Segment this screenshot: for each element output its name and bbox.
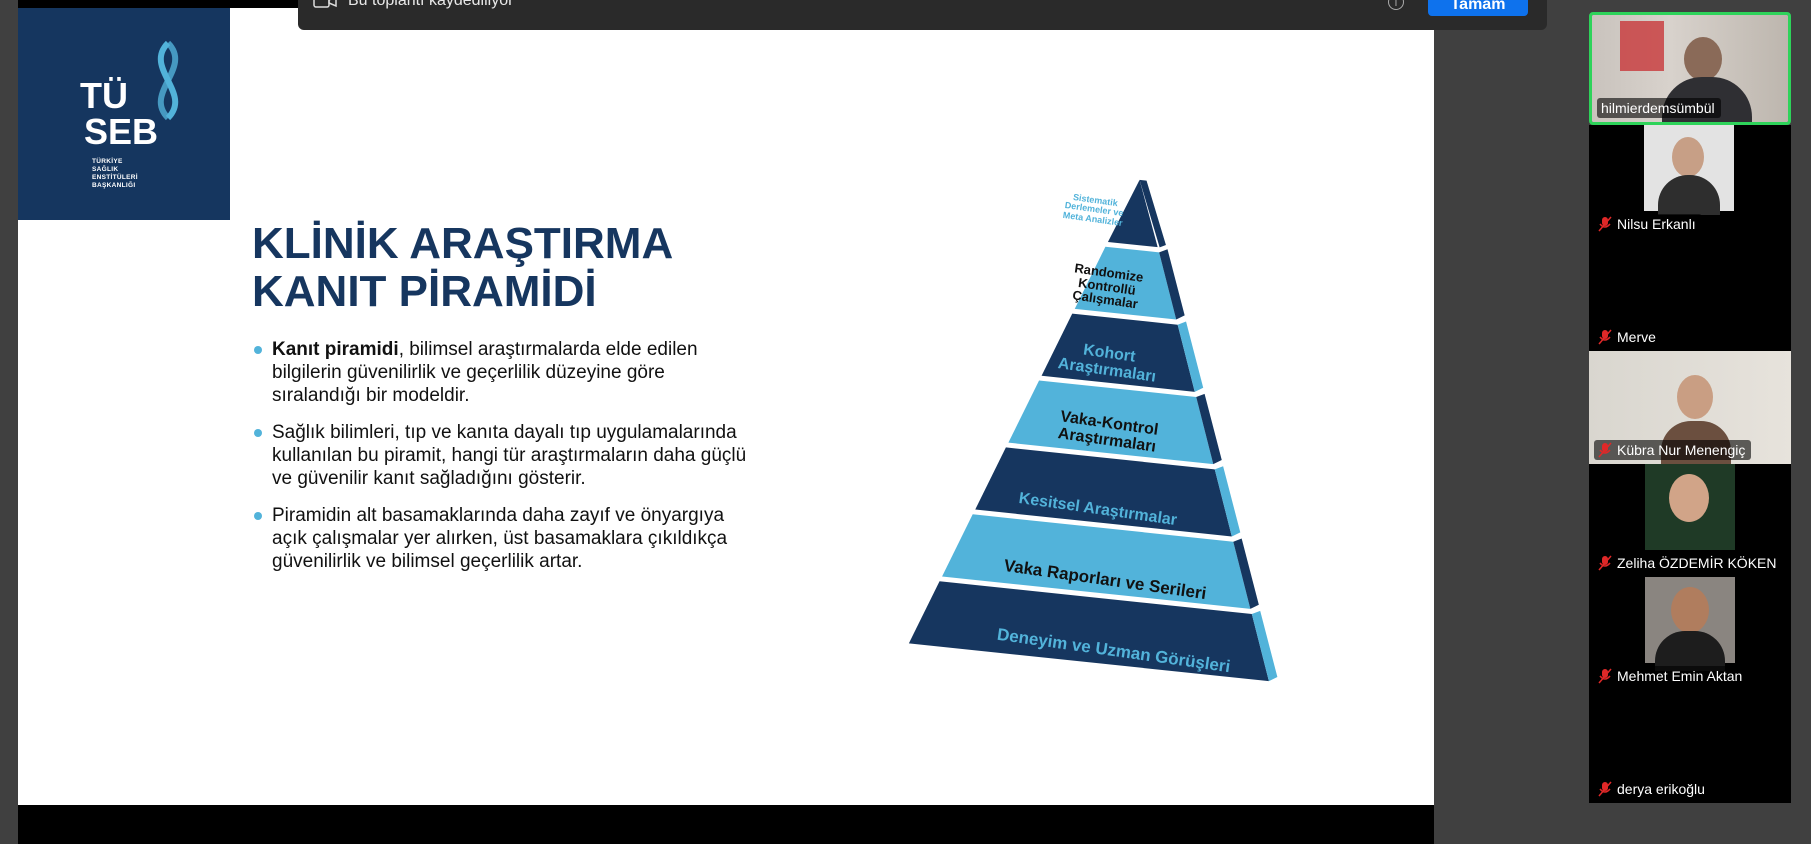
bullet-list: Kanıt piramidi, bilimsel araştırmalarda … <box>254 338 754 587</box>
participant-tile[interactable]: Mehmet Emin Aktan <box>1589 577 1791 690</box>
participant-tile[interactable]: Zeliha ÖZDEMİR KÖKEN <box>1589 464 1791 577</box>
pyramid-level-3 <box>1008 380 1214 465</box>
ok-button[interactable]: Tamam <box>1428 0 1528 16</box>
mic-muted-icon <box>1598 668 1612 684</box>
participant-tile[interactable]: Kübra Nur Menengiç <box>1589 351 1791 464</box>
participant-name: derya erikoğlu <box>1594 779 1711 799</box>
bullet-item: Kanıt piramidi, bilimsel araştırmalarda … <box>254 338 754 407</box>
mic-muted-icon <box>1598 216 1612 232</box>
mic-muted-icon <box>1598 329 1612 345</box>
pyramid-level-0 <box>1107 179 1158 248</box>
screen-share-bottom-bar <box>18 805 1434 844</box>
bullet-item: Piramidin alt basamaklarında daha zayıf … <box>254 504 754 573</box>
dna-helix-icon <box>157 40 179 121</box>
participant-tile[interactable]: Merve <box>1589 238 1791 351</box>
participant-video <box>1644 125 1734 215</box>
slide-title: KLİNİK ARAŞTIRMA KANIT PİRAMİDİ <box>252 219 674 316</box>
participant-video <box>1645 577 1735 671</box>
participant-name: Kübra Nur Menengiç <box>1594 440 1752 460</box>
recording-notification: Bu toplantı kaydediliyor i Tamam <box>298 0 1547 30</box>
info-icon[interactable]: i <box>1388 0 1404 10</box>
participant-tile[interactable]: derya erikoğlu <box>1589 690 1791 803</box>
screen-share-top-bar <box>18 0 298 8</box>
mic-muted-icon <box>1598 555 1612 571</box>
bullet-item: Sağlık bilimleri, tıp ve kanıta dayalı t… <box>254 421 754 490</box>
evidence-pyramid <box>908 179 1278 682</box>
participant-name: Nilsu Erkanlı <box>1594 214 1702 234</box>
pyramid-level-4 <box>975 447 1232 537</box>
pyramid-level-2 <box>1041 313 1195 392</box>
recording-notification-text: Bu toplantı kaydediliyor <box>348 0 514 9</box>
logo-subtitle: TÜRKİYE SAĞLIK ENSTİTÜLERİ BAŞKANLIĞI <box>92 158 138 189</box>
tuseb-logo: TÜ SEB TÜRKİYE SAĞLIK ENSTİTÜLERİ BAŞKAN… <box>18 8 230 220</box>
pyramid-level-5 <box>942 514 1251 609</box>
pyramid-level-6 <box>908 581 1269 682</box>
shared-slide: TÜ SEB TÜRKİYE SAĞLIK ENSTİTÜLERİ BAŞKAN… <box>18 8 1434 805</box>
logo-letters-bottom: SEB <box>84 111 159 152</box>
participant-name: Mehmet Emin Aktan <box>1594 666 1749 686</box>
mic-muted-icon <box>1598 781 1612 797</box>
participant-video <box>1645 464 1735 550</box>
participant-name: Merve <box>1594 327 1662 347</box>
pyramid-level-1 <box>1074 246 1177 320</box>
participant-tile[interactable]: hilmierdemsümbül <box>1589 12 1791 125</box>
participant-name: hilmierdemsümbül <box>1597 98 1721 118</box>
logo-letters-top: TÜ <box>80 75 128 116</box>
participant-tile[interactable]: Nilsu Erkanlı <box>1589 125 1791 238</box>
participant-name: Zeliha ÖZDEMİR KÖKEN <box>1594 553 1783 573</box>
mic-muted-icon <box>1598 442 1612 458</box>
recording-camera-icon <box>313 0 337 8</box>
